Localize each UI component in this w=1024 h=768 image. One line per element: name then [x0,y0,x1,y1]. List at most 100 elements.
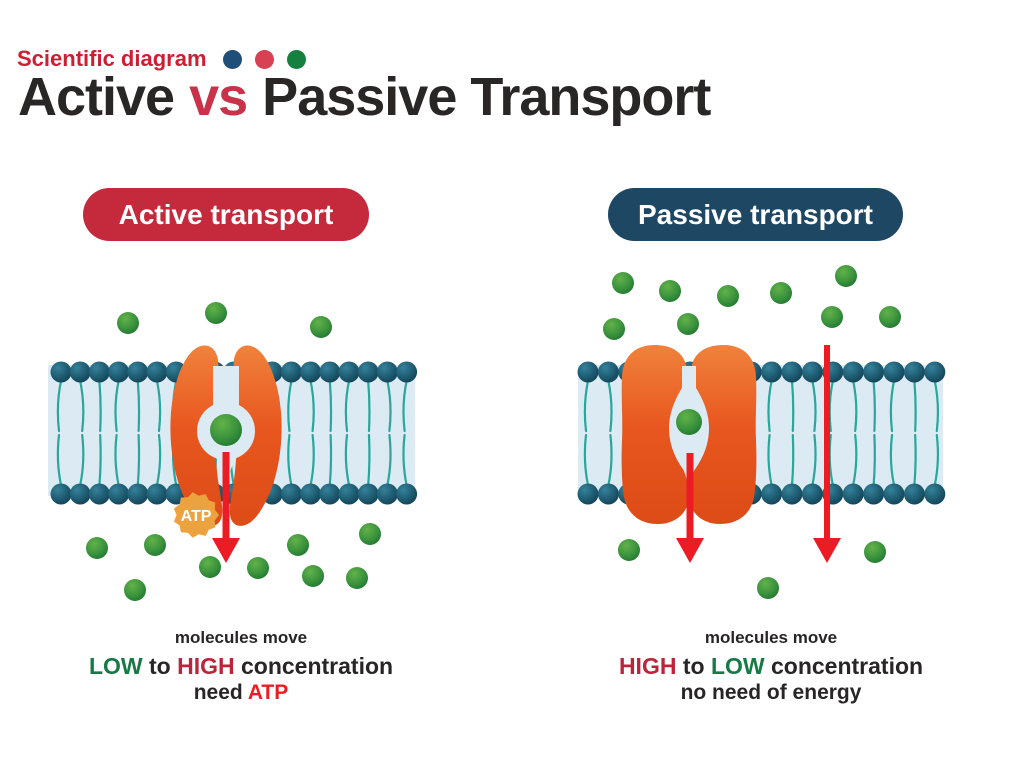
title-word-vs: vs [189,67,248,127]
eyebrow-dot [286,49,306,69]
channel-arrow [676,453,704,563]
molecule [117,312,139,334]
lipid-head [577,483,599,505]
molecule [821,306,843,328]
lipid-tail [607,379,613,433]
lipid-head [396,483,418,505]
lipid-tail [583,433,590,487]
lipid-tail [811,379,817,433]
molecule [287,534,309,556]
lipid-head [903,361,925,383]
lipid-head [761,361,783,383]
caption-line3: no need of energy [586,679,956,706]
lipid-tail [852,379,858,433]
passive-badge-label: Passive transport [638,198,873,230]
molecule [346,567,368,589]
lipid-head [319,361,341,383]
lipid-head [69,361,91,383]
lipid-tail [328,433,333,487]
lipid-head [280,361,302,383]
lipid-head [357,483,379,505]
caption-line1: molecules move [704,628,838,647]
lipid-head [577,361,599,383]
lipid-head [108,361,130,383]
lipid-head [781,483,803,505]
molecule [618,539,640,561]
lipid-tail [386,433,392,487]
molecule [864,541,886,563]
lipid-head [761,483,783,505]
caption-line2: HIGH to LOW concentration [586,653,956,679]
lipid-tail [852,433,858,487]
eyebrow-dot [222,49,242,69]
lipid-head [108,483,130,505]
passive-caption: molecules move HIGH to LOW concentration… [586,628,956,706]
caption-tail: concentration [770,653,924,679]
eyebrow-row: Scientific diagram [17,46,306,72]
lipid-head [924,483,946,505]
lipid-tail [790,379,795,433]
protein-lobe-left [621,345,690,524]
transport-arrow [212,452,240,563]
lipid-head [338,361,360,383]
lipid-tail [872,379,876,433]
lipid-tail [79,379,85,433]
caption-line3-accent: ATP [247,681,289,704]
molecule [677,313,699,335]
lipid-tail [98,433,102,487]
lipid-tail [386,379,392,433]
lipid-tail [328,379,333,433]
caption-tail: concentration [240,653,394,679]
lipid-tail [872,433,876,487]
lipid-head [924,361,946,383]
lipid-tail [933,379,940,433]
lipid-tail [767,433,773,487]
lipid-head [883,483,905,505]
molecule [717,285,739,307]
title-word-active: Active [18,67,175,127]
lipid-tail [136,433,141,487]
lipid-head [781,361,803,383]
molecule [659,280,681,302]
lipid-tail [136,379,141,433]
molecule [199,556,221,578]
caption-line3-lead: no need of energy [680,681,862,704]
lipid-head [376,483,398,505]
lipid-head [88,483,110,505]
lipid-head [319,483,341,505]
caption-line3-lead: need [193,681,243,704]
lipid-head [280,483,302,505]
caption-line2: LOW to HIGH concentration [56,653,426,679]
lipid-tail [155,379,162,433]
lipid-head [69,483,91,505]
lipid-head [396,361,418,383]
lipid-tail [913,433,917,487]
molecule-in-channel [210,414,242,446]
page-title: Active vs Passive Transport [18,66,711,128]
molecule [835,265,857,287]
active-badge-label: Active transport [118,198,334,230]
lipid-head [376,361,398,383]
lipid-head [357,361,379,383]
caption-dest: LOW [710,653,765,679]
protein-lobe-left [170,345,223,526]
lipid-head [597,361,619,383]
lipid-head [863,361,885,383]
carrier-protein [170,345,282,526]
caption-dest: HIGH [177,653,235,679]
protein-lobe-right [688,345,757,524]
lipid-tail [344,433,351,487]
molecule [757,577,779,599]
lipid-tail [583,379,590,433]
protein-lobe-right [229,345,282,526]
channel-protein [621,345,757,524]
molecule [879,306,901,328]
lipid-tail [56,433,63,487]
lipid-head [801,361,823,383]
molecule-in-channel [676,409,702,435]
lipid-tail [287,379,293,433]
lipid-tail [367,379,371,433]
molecule [86,537,108,559]
lipid-tail [79,433,85,487]
lipid-tail [933,433,940,487]
